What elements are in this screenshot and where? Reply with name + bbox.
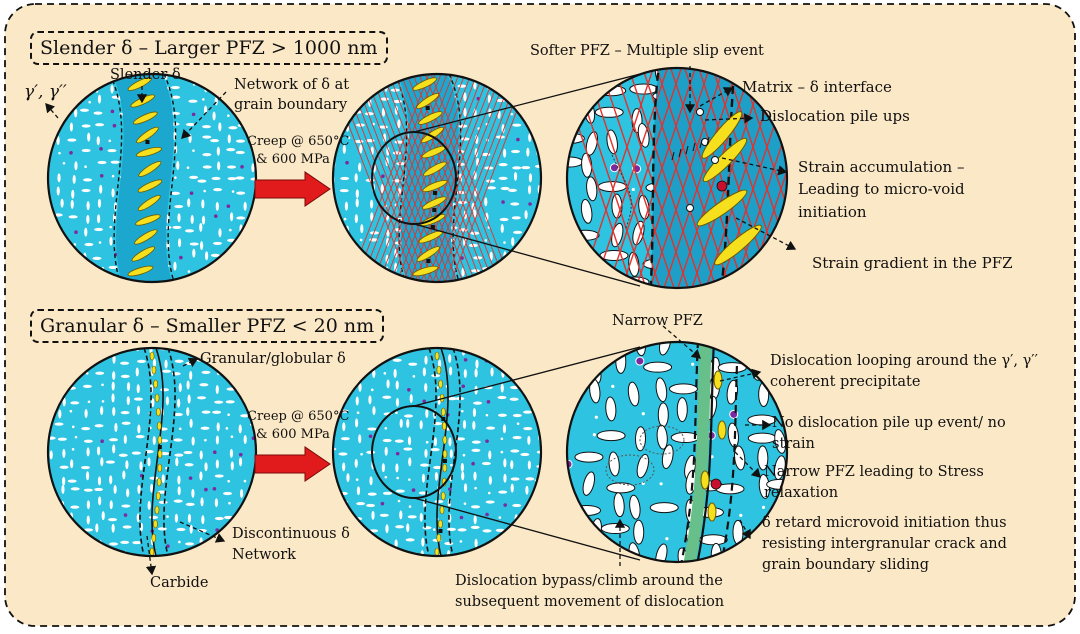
bypass-label-2: subsequent movement of dislocation bbox=[455, 594, 725, 610]
no-pileup-label-2: strain bbox=[772, 436, 815, 452]
bypass-label-1: Dislocation bypass/climb around the bbox=[455, 573, 723, 589]
creep-arrow-bottom bbox=[254, 446, 331, 482]
slender-delta-title-box: Slender δ – Larger PFZ > 1000 nm bbox=[30, 31, 388, 65]
creep-arrow-top bbox=[254, 171, 331, 207]
leader-arrows bbox=[45, 66, 797, 576]
slender-delta-crept-circle bbox=[331, 72, 543, 284]
slender-delta-grain-circle bbox=[46, 72, 258, 284]
strain-accumulation-label-2: Leading to micro-void bbox=[798, 180, 965, 198]
matrix-interface-label: Matrix – δ interface bbox=[742, 78, 892, 96]
zoom-lines-top bbox=[371, 73, 641, 287]
creep-condition-bottom-2: & 600 MPa bbox=[256, 427, 330, 442]
strain-accumulation-label-1: Strain accumulation – bbox=[798, 158, 965, 176]
zoom-lines-bottom bbox=[371, 346, 641, 561]
network-delta-label-1: Network of δ at bbox=[234, 77, 350, 93]
discontinuous-delta-label-1: Discontinuous δ bbox=[232, 526, 350, 542]
network-delta-label-2: grain boundary bbox=[234, 97, 348, 113]
discontinuous-delta-label-2: Network bbox=[232, 547, 296, 563]
softer-pfz-label: Softer PFZ – Multiple slip event bbox=[530, 43, 764, 59]
slender-delta-label: Slender δ bbox=[110, 67, 181, 83]
dislocation-pile-ups-label: Dislocation pile ups bbox=[760, 107, 910, 125]
carbide-label: Carbide bbox=[150, 575, 209, 591]
retard-label-1: δ retard microvoid initiation thus bbox=[762, 515, 1007, 531]
creep-condition-top-1: Creep @ 650°C bbox=[247, 134, 350, 149]
narrow-pfz-label: Narrow PFZ bbox=[612, 313, 703, 329]
narrow-pfz-zoom-circle bbox=[565, 340, 789, 564]
no-pileup-label-1: No dislocation pile up event/ no bbox=[772, 415, 1006, 431]
gamma-prime-label: γ′, γ′′ bbox=[24, 82, 67, 102]
strain-gradient-label: Strain gradient in the PFZ bbox=[812, 254, 1013, 272]
granular-delta-label: Granular/globular δ bbox=[200, 351, 346, 367]
granular-delta-title-box: Granular δ – Smaller PFZ < 20 nm bbox=[30, 309, 385, 343]
looping-label-2: coherent precipitate bbox=[770, 374, 921, 390]
creep-condition-bottom-1: Creep @ 650°C bbox=[247, 409, 350, 424]
narrow-relax-label-2: relaxation bbox=[764, 485, 839, 501]
retard-label-3: grain boundary sliding bbox=[762, 557, 930, 573]
narrow-relax-label-1: Narrow PFZ leading to Stress bbox=[764, 464, 984, 480]
creep-condition-top-2: & 600 MPa bbox=[256, 152, 330, 167]
looping-label-1: Dislocation looping around the γ′, γ′′ bbox=[770, 353, 1038, 369]
retard-label-2: resisting intergranular crack and bbox=[762, 536, 1007, 552]
strain-accumulation-label-3: initiation bbox=[798, 203, 867, 221]
